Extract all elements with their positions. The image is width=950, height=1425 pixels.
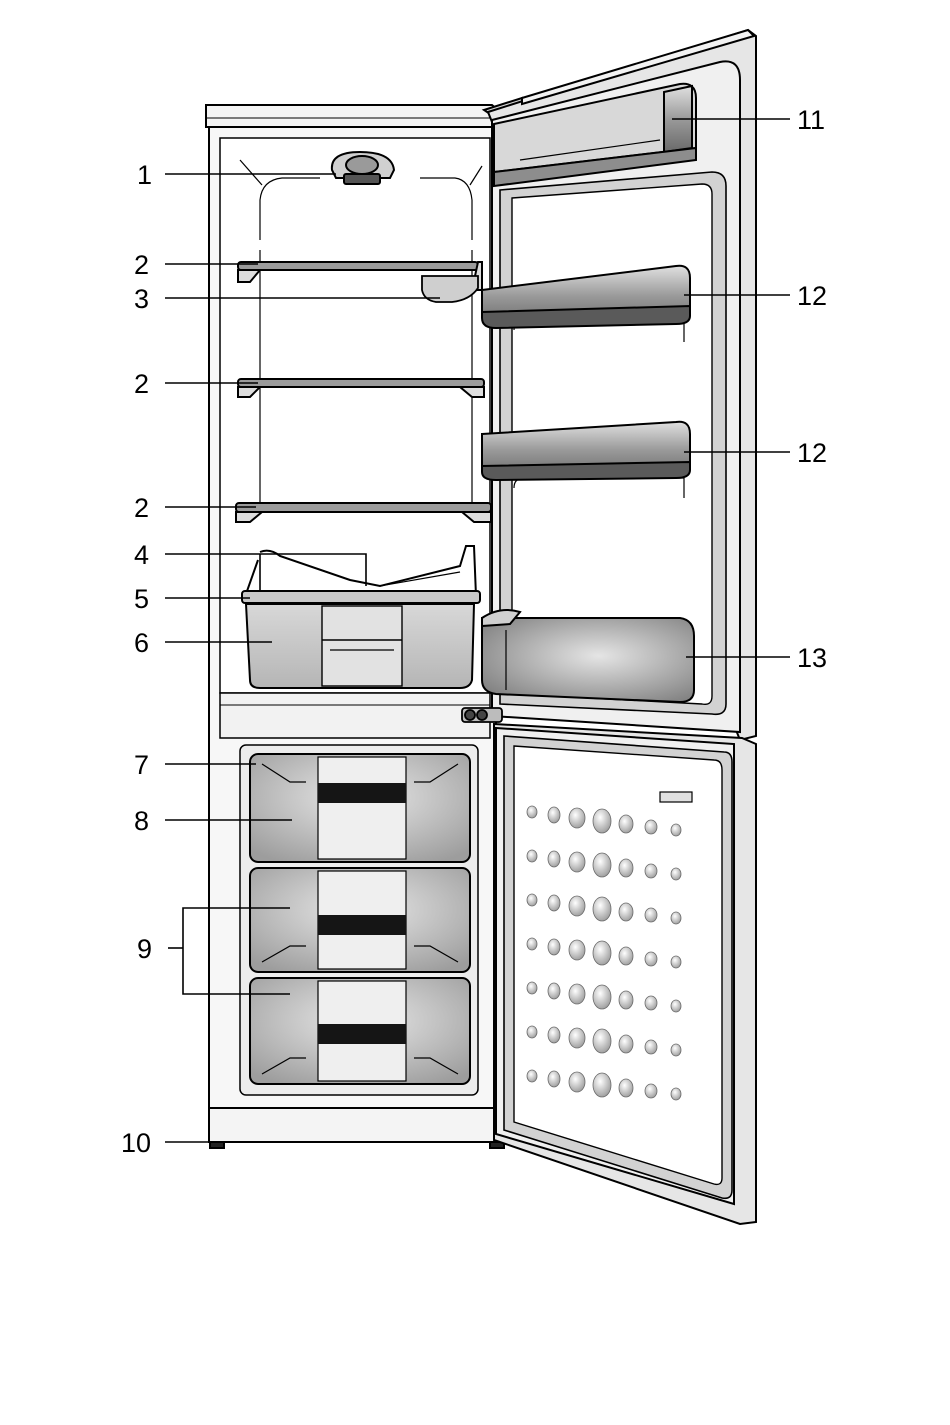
- callout-13: 13: [797, 643, 827, 673]
- dimple: [569, 940, 585, 960]
- dimple: [548, 939, 560, 955]
- dimple: [548, 851, 560, 867]
- callout-6: 6: [134, 628, 149, 658]
- dimple: [671, 1044, 681, 1056]
- dimple: [645, 864, 657, 878]
- plinth: [209, 1108, 496, 1142]
- dimple: [671, 1000, 681, 1012]
- dimple: [671, 824, 681, 836]
- dimple: [619, 1035, 633, 1053]
- callout-3: 3: [134, 284, 149, 314]
- cabinet-top: [206, 105, 498, 127]
- dimple: [548, 807, 560, 823]
- callout-11: 11: [797, 105, 825, 135]
- dimple: [569, 1028, 585, 1048]
- dimple: [619, 947, 633, 965]
- dimple: [593, 1029, 611, 1053]
- dimple: [593, 985, 611, 1009]
- callout-2b: 2: [134, 369, 149, 399]
- freezer-door-label: [660, 792, 692, 802]
- dimple: [569, 852, 585, 872]
- callout-9: 9: [137, 934, 152, 964]
- callout-5: 5: [134, 584, 149, 614]
- callout-2a: 2: [134, 250, 149, 280]
- dimple: [593, 897, 611, 921]
- dimple: [548, 1071, 560, 1087]
- dimple: [619, 991, 633, 1009]
- dimple: [548, 1027, 560, 1043]
- callout-12b: 12: [797, 438, 827, 468]
- dimple: [671, 1088, 681, 1100]
- dimple: [569, 984, 585, 1004]
- dimple: [645, 908, 657, 922]
- dimple: [671, 912, 681, 924]
- dimple: [645, 996, 657, 1010]
- front-foot-left: [210, 1142, 224, 1148]
- dimple: [671, 956, 681, 968]
- crisper-glass: [242, 591, 480, 603]
- middle-hinge: [462, 708, 502, 722]
- callout-7: 7: [134, 750, 149, 780]
- dimple: [569, 896, 585, 916]
- dimple: [645, 952, 657, 966]
- dimple: [527, 850, 537, 862]
- dimple: [527, 1070, 537, 1082]
- freezer-drawers: [250, 754, 470, 1084]
- dimple: [527, 938, 537, 950]
- freezer-drawer-top: [250, 754, 470, 862]
- dimple: [527, 806, 537, 818]
- callout-1: 1: [137, 160, 152, 190]
- dimple: [671, 868, 681, 880]
- callout-10: 10: [121, 1128, 151, 1158]
- freezer-door: [494, 724, 756, 1224]
- dimple: [569, 808, 585, 828]
- dimple: [593, 1073, 611, 1097]
- dimple: [569, 1072, 585, 1092]
- dimple: [527, 894, 537, 906]
- dimple: [645, 820, 657, 834]
- dimple: [548, 895, 560, 911]
- freezer-drawer-middle: [250, 868, 470, 972]
- callout-8: 8: [134, 806, 149, 836]
- dimple: [548, 983, 560, 999]
- callout-2c: 2: [134, 493, 149, 523]
- dimple: [527, 1026, 537, 1038]
- bottle-shelf: [482, 610, 694, 702]
- dimple: [527, 982, 537, 994]
- dimple: [593, 853, 611, 877]
- callout-4: 4: [134, 540, 149, 570]
- dimple: [619, 859, 633, 877]
- dimple: [619, 815, 633, 833]
- dimple: [619, 1079, 633, 1097]
- dimple: [619, 903, 633, 921]
- dimple: [645, 1040, 657, 1054]
- compartment-divider: [220, 693, 490, 738]
- dimple: [645, 1084, 657, 1098]
- dimple: [593, 941, 611, 965]
- dimple: [593, 809, 611, 833]
- callout-12a: 12: [797, 281, 827, 311]
- crisper-drawer: [246, 604, 474, 688]
